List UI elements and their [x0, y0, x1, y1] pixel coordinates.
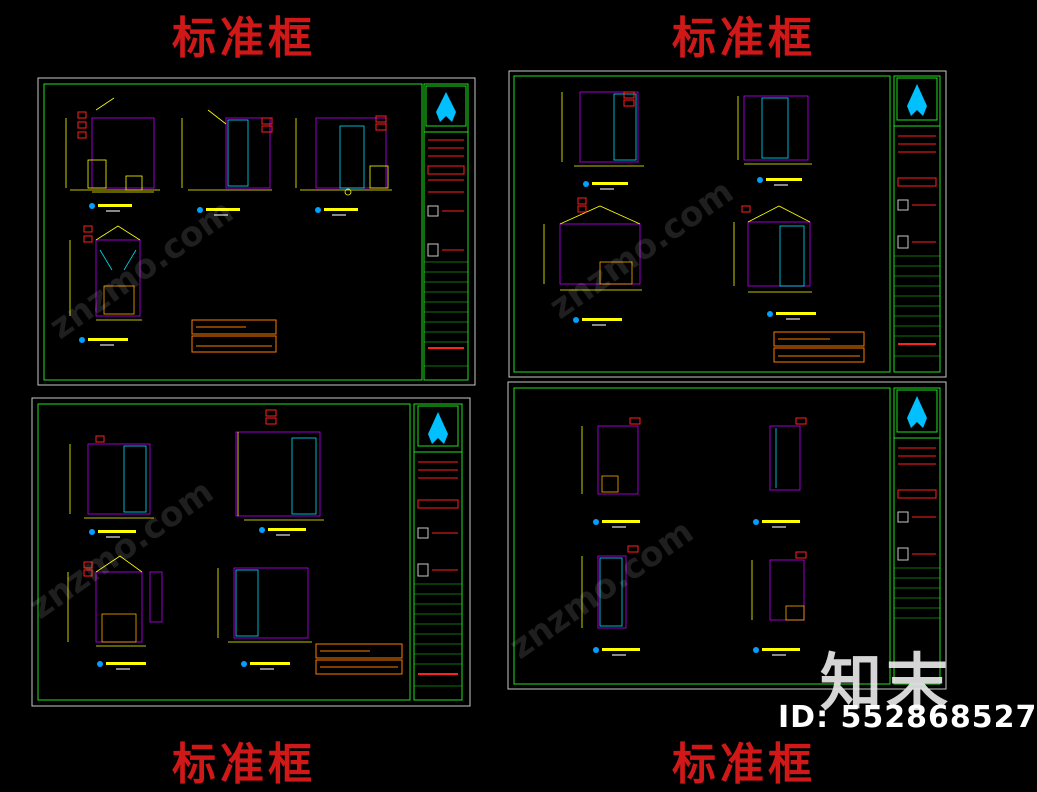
cad-drawing-canvas: znzmo.com znzmo.com znzmo.com znzmo.com — [22, 70, 947, 707]
watermark-logo: 知末 — [820, 646, 953, 719]
header-label-right: 标准框 — [672, 13, 816, 64]
watermark-site-text: znzmo.com — [42, 192, 241, 348]
sheet-1 — [37, 77, 476, 386]
watermark-site-text: znzmo.com — [502, 512, 701, 668]
watermark-site-text: znzmo.com — [542, 172, 741, 328]
watermark-id: ID: 552868527 — [778, 700, 1037, 735]
footer-label-left: 标准框 — [172, 739, 316, 790]
sheet-4 — [507, 381, 947, 690]
footer-label-right: 标准框 — [672, 739, 816, 790]
watermark-site-text: znzmo.com — [22, 472, 221, 628]
watermark-diagonal: znzmo.com znzmo.com znzmo.com znzmo.com — [22, 172, 741, 668]
sheet-2 — [508, 70, 947, 378]
sheet-3 — [31, 397, 471, 707]
header-label-left: 标准框 — [172, 13, 316, 64]
